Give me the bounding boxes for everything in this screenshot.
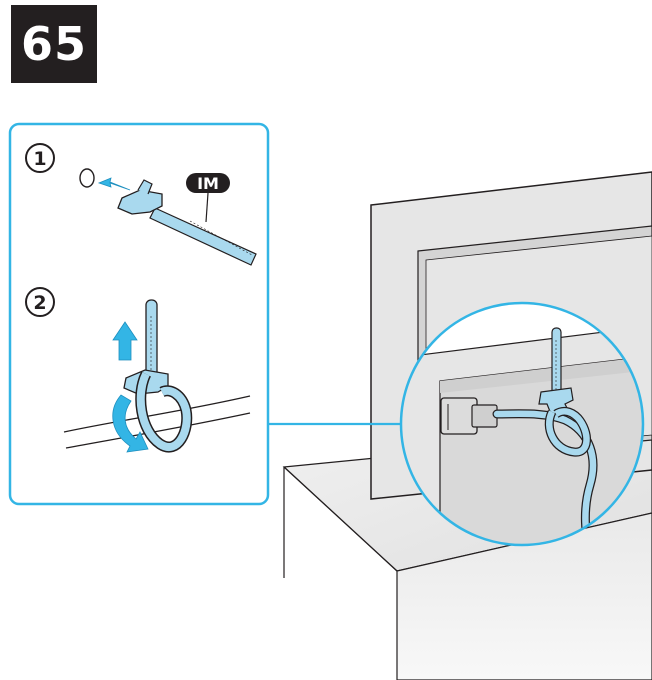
part-label: IM: [197, 174, 219, 193]
part-label-badge: [186, 173, 230, 193]
step-2-number: 2: [33, 292, 46, 314]
step-1-number: 1: [33, 148, 46, 170]
pull-up-arrow-icon: [112, 321, 138, 361]
part-label-leader: [205, 192, 209, 223]
power-plug: [440, 397, 498, 435]
mounting-hole-icon: [79, 168, 95, 188]
model-size-badge: 65: [11, 5, 97, 83]
insert-arrow-icon: [97, 177, 131, 191]
step-2-number-circle: [25, 287, 55, 317]
step-1-number-circle: [25, 143, 55, 173]
cable-bundle: [63, 395, 251, 433]
step-1: 1 IM: [25, 143, 257, 266]
step-2: 2: [25, 287, 251, 453]
wrap-arrow-icon: [112, 394, 149, 453]
cable-tie-part-icon: [117, 179, 257, 266]
magnified-view: [399, 301, 645, 547]
instruction-callout: 1 IM 2: [8, 122, 270, 506]
cable-tie-loop-icon: [123, 299, 193, 453]
